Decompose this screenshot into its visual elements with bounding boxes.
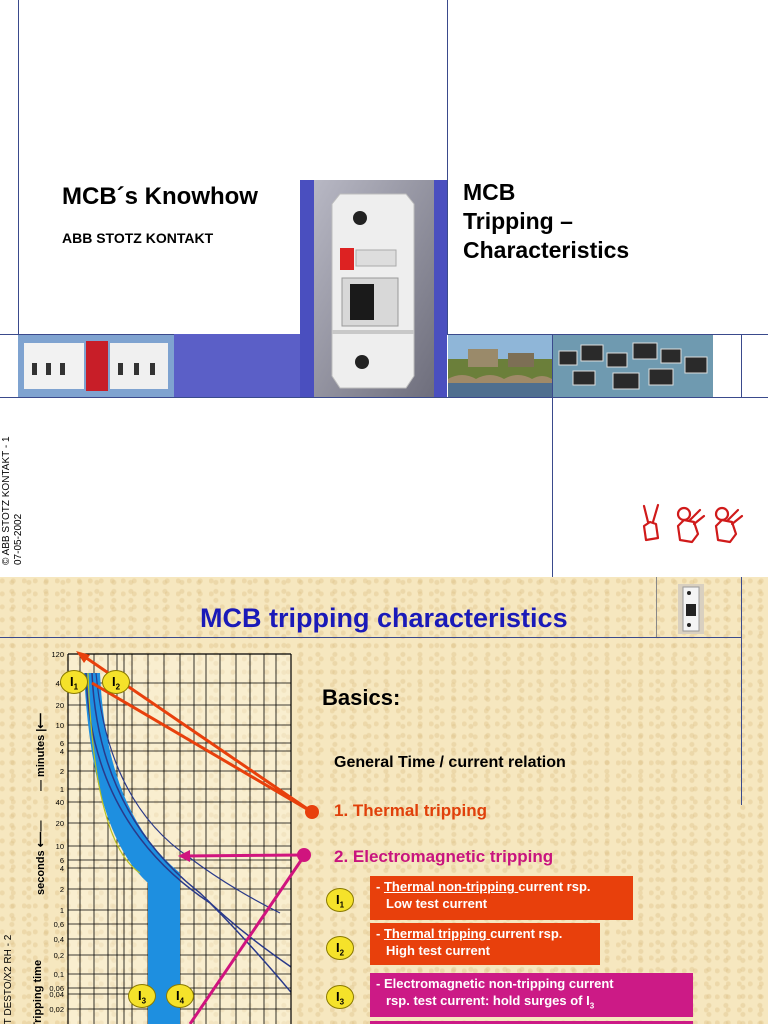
basics-heading: Basics: [322,685,401,710]
y-tick-label: 2 [60,885,64,894]
thermal-pointer-dot [305,805,319,819]
title-slide: MCB´s Knowhow ABB STOTZ KONTAKT MCB Trip… [0,0,768,577]
y-tick-label: 4 [60,864,64,873]
badge-i2: I2 [326,936,354,960]
copyright-date: 07-05-2002 [13,513,24,565]
y-tick-label: 0,04 [49,990,64,999]
ok-hand-icon [676,506,706,544]
electro-pointer-dot [297,848,311,862]
content-slide: MCB tripping characteristics 12040201064… [0,577,768,1024]
thermal-non-tripping-box: - Thermal non-tripping current rsp. Low … [370,876,633,920]
section-title-line: Tripping – [463,208,573,234]
badge-i3: I3 [128,984,156,1008]
y-tick-label: 0,6 [54,920,64,929]
switchgear-photo [18,335,174,397]
frame-line [741,577,742,805]
y-tick-label: 40 [56,798,64,807]
general-relation-text: General Time / current relation [334,754,566,771]
y-axis-ticks: 120402010642140201064210,60,40,20,10,060… [49,650,64,1014]
badge-i1: I1 [60,670,88,694]
thermal-tripping-item: 1. Thermal tripping [334,801,488,820]
company-name: ABB STOTZ KONTAKT [62,230,214,246]
footer-side-label: KT DESTO/X2 RH - 2 [3,934,14,1024]
next-box-edge [370,1021,693,1024]
city-photo [448,335,552,397]
y-tick-label: 10 [56,721,64,730]
tripping-curve-chart: 120402010642140201064210,60,40,20,10,060… [49,650,319,1024]
mcb-photo [314,180,434,397]
y-tick-label: 6 [60,739,64,748]
section-title: MCB Tripping – Characteristics [463,178,629,265]
tripping-band [84,673,180,1024]
y-tick-label: 0,2 [54,951,64,960]
y-tick-label: 40 [56,679,64,688]
y-tick-label: 0,4 [54,935,64,944]
frame-line [552,334,553,577]
curve-line [91,672,291,968]
victory-hand-icon [642,503,660,542]
curve-line [87,672,141,874]
badge-i3: I3 [326,985,354,1009]
electromagnetic-non-tripping-box: - Electromagnetic non-tripping current r… [370,973,693,1017]
section-title-line: Characteristics [463,237,630,263]
frame-line [741,334,742,397]
y-axis-title: Tripping time [32,959,44,1024]
copyright-note: © ABB STOTZ KONTAKT - 1 07-05-2002 [1,415,25,565]
accent-block [174,334,301,397]
frame-line [656,577,657,637]
y-tick-label: 0,06 [49,984,64,993]
curve-line [85,672,291,994]
frame-line [0,637,742,638]
y-tick-label: 20 [56,701,64,710]
components-photo [553,335,713,397]
y-tick-label: 20 [56,819,64,828]
electromagnetic-tripping-item: 2. Electromagnetic tripping [334,847,554,866]
presentation-title: MCB´s Knowhow [62,183,258,210]
y-tick-label: 4 [60,747,64,756]
y-axis-seconds-label: seconds ⟵— [35,820,47,895]
electro-pointer [181,853,305,1024]
slide-title: MCB tripping characteristics [200,603,568,633]
mcb-thumbnail [678,584,704,634]
frame-line [447,0,448,334]
y-tick-label: 0,02 [49,1005,64,1014]
copyright-line: © ABB STOTZ KONTAKT - 1 [1,436,12,565]
y-axis-minutes-label: — minutes |⟵ [35,712,47,791]
y-tick-label: 2 [60,767,64,776]
y-tick-label: 10 [56,842,64,851]
frame-line [18,0,19,334]
section-title-line: MCB [463,179,516,205]
ok-hand-icon [714,506,744,544]
frame-line [0,397,768,398]
y-tick-label: 120 [51,650,64,659]
badge-i4: I4 [166,984,194,1008]
y-tick-label: 1 [60,785,64,794]
curve-line [95,672,281,914]
abb-hands-logo [642,503,744,544]
thermal-tripping-box: - Thermal tripping current rsp. High tes… [370,923,600,965]
y-tick-label: 0,1 [54,970,64,979]
y-tick-label: 6 [60,856,64,865]
badge-i1: I1 [326,888,354,912]
y-tick-label: 1 [60,906,64,915]
badge-i2: I2 [102,670,130,694]
